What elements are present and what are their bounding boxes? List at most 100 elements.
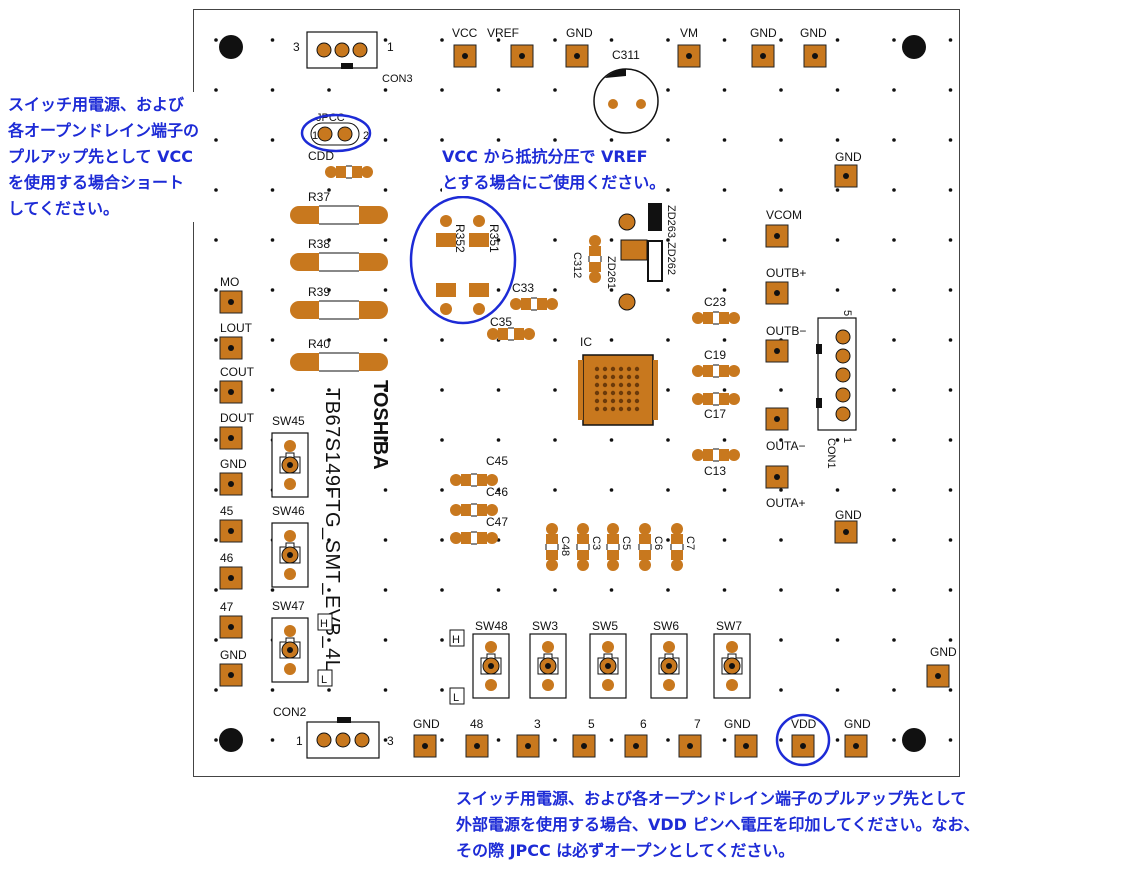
bottom-pin-label: GND xyxy=(413,717,440,731)
via-dot xyxy=(948,288,953,292)
via-dot xyxy=(892,88,896,92)
capacitor-c6 xyxy=(638,522,652,572)
via-dot xyxy=(383,338,388,342)
left-test-pad xyxy=(219,566,243,590)
via-dot xyxy=(270,138,275,142)
via-dot xyxy=(892,38,896,42)
zd-pad xyxy=(618,293,636,311)
via-dot xyxy=(948,638,953,642)
via-dot xyxy=(948,388,953,392)
via-dot xyxy=(835,688,840,692)
c35-capacitor xyxy=(486,327,536,341)
right-pin-label: GND xyxy=(930,645,957,659)
via-dot xyxy=(214,488,218,492)
bottom-pin-label: 6 xyxy=(640,717,647,731)
via-dot xyxy=(948,138,953,142)
con2-pin xyxy=(335,732,351,748)
zd262-diode xyxy=(647,240,663,282)
via-dot xyxy=(609,138,614,142)
sw47-low-box xyxy=(317,669,333,687)
zd263-label: ZD263 xyxy=(665,205,677,238)
via-dot xyxy=(383,688,388,692)
capacitor-c48 xyxy=(545,522,559,572)
via-dot xyxy=(835,638,840,642)
bottom-test-pad xyxy=(465,734,489,758)
left-pin-label: COUT xyxy=(220,365,255,379)
ic-ball xyxy=(618,398,624,404)
capacitor-c19 xyxy=(691,364,741,378)
con2-label: CON2 xyxy=(273,705,307,719)
bottom-pin-label: 7 xyxy=(694,717,701,731)
jpcc-highlight-circle xyxy=(300,113,372,153)
ic-label: IC xyxy=(580,335,592,349)
via-dot xyxy=(666,588,670,592)
ic-ball xyxy=(602,382,608,388)
jpcc-note-line: してください。 xyxy=(8,199,120,218)
via-dot xyxy=(496,738,501,742)
via-dot xyxy=(948,488,953,492)
via-dot xyxy=(440,88,444,92)
switch-sw45 xyxy=(271,432,309,498)
r351-label: R351 xyxy=(487,224,501,253)
via-dot xyxy=(835,488,840,492)
via-dot xyxy=(383,738,388,742)
via-dot xyxy=(666,38,670,42)
via-dot xyxy=(327,588,331,592)
con2-pin3-label: 3 xyxy=(387,734,394,748)
via-dot xyxy=(722,538,727,542)
capacitor-label: C19 xyxy=(704,348,726,362)
via-dot xyxy=(327,438,331,442)
right-test-pad xyxy=(765,465,789,489)
left-test-pad xyxy=(219,663,243,687)
zd261-label: ZD261 xyxy=(605,256,617,289)
right-pin-label: OUTA+ xyxy=(766,496,805,510)
via-dot xyxy=(835,138,840,142)
cdd-capacitor xyxy=(324,165,374,179)
via-dot xyxy=(666,438,670,442)
ic-ball xyxy=(618,366,624,372)
resistor-r39 xyxy=(289,300,389,320)
con1-pin xyxy=(835,387,851,403)
via-dot xyxy=(892,638,896,642)
jpcc-note: スイッチ用電源、および 各オープンドレイン端子の プルアップ先として VCC を… xyxy=(8,92,200,222)
via-dot xyxy=(214,538,218,542)
bottom-test-pad xyxy=(678,734,702,758)
via-dot xyxy=(553,738,557,742)
top-pin-label: GND xyxy=(800,26,827,40)
bottom-pin-label: 3 xyxy=(534,717,541,731)
con1-pin1-label: 1 xyxy=(841,437,853,443)
via-dot xyxy=(553,238,557,242)
via-dot xyxy=(835,188,840,192)
jpcc-note-line: スイッチ用電源、および xyxy=(8,95,185,114)
switch-sw46 xyxy=(271,522,309,588)
level-high-label: H xyxy=(320,618,328,630)
switch-label: SW47 xyxy=(272,599,305,613)
board-brand: TOSHIBA xyxy=(369,380,391,470)
via-dot xyxy=(327,688,331,692)
sw48-low-box xyxy=(449,687,465,705)
switch-sw47 xyxy=(271,617,309,683)
resistor-pad xyxy=(436,283,456,297)
via-dot xyxy=(666,488,670,492)
switch-label: SW5 xyxy=(592,619,618,633)
c35-label: C35 xyxy=(490,315,512,329)
vdd-note: スイッチ用電源、および各オープンドレイン端子のプルアップ先として 外部電源を使用… xyxy=(456,786,980,864)
ic-ball xyxy=(618,390,624,396)
via-dot xyxy=(892,688,896,692)
via-dot xyxy=(270,688,275,692)
ic-ball xyxy=(626,390,632,396)
via-dot xyxy=(270,388,275,392)
mounting-hole xyxy=(219,35,243,59)
c312-capacitor xyxy=(588,234,602,284)
via-dot xyxy=(327,238,331,242)
right-test-pad xyxy=(765,339,789,363)
zd261-diode xyxy=(620,239,648,261)
switch-label: SW46 xyxy=(272,504,305,518)
top-test-pad xyxy=(751,44,775,68)
zd262-label: ZD262 xyxy=(665,242,677,275)
top-test-pad xyxy=(510,44,534,68)
jpcc-note-line: プルアップ先として VCC xyxy=(8,147,193,166)
via-dot xyxy=(779,88,783,92)
via-dot xyxy=(892,738,896,742)
resistor-pad xyxy=(473,215,485,227)
